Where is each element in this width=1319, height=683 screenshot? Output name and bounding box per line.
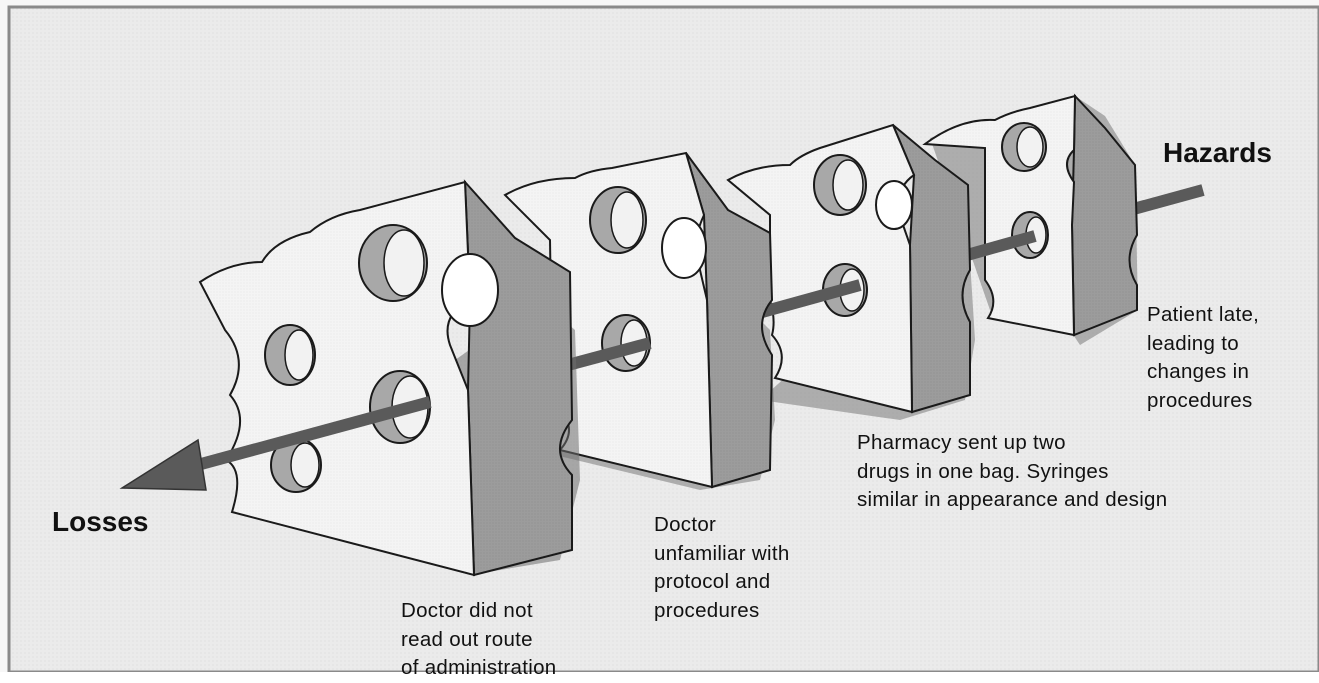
cheese-hole-inner (611, 192, 643, 248)
cheese-hole-inner (384, 230, 424, 296)
cheese-hole (662, 218, 706, 278)
hazards-label: Hazards (1163, 137, 1272, 169)
cheese-hole-inner (285, 330, 313, 380)
cheese-hole-inner (291, 443, 319, 487)
slice-4-caption: Doctor did not read out route of adminis… (401, 597, 557, 683)
losses-label: Losses (52, 506, 149, 538)
cheese-hole-inner (1017, 127, 1043, 167)
slice-2-caption: Pharmacy sent up two drugs in one bag. S… (857, 429, 1167, 515)
cheese-hole (876, 181, 912, 229)
slice-1-caption: Patient late, leading to changes in proc… (1147, 301, 1259, 415)
cheese-hole-inner (833, 160, 863, 210)
slice-3-caption: Doctor unfamiliar with protocol and proc… (654, 511, 790, 625)
cheese-hole (442, 254, 498, 326)
